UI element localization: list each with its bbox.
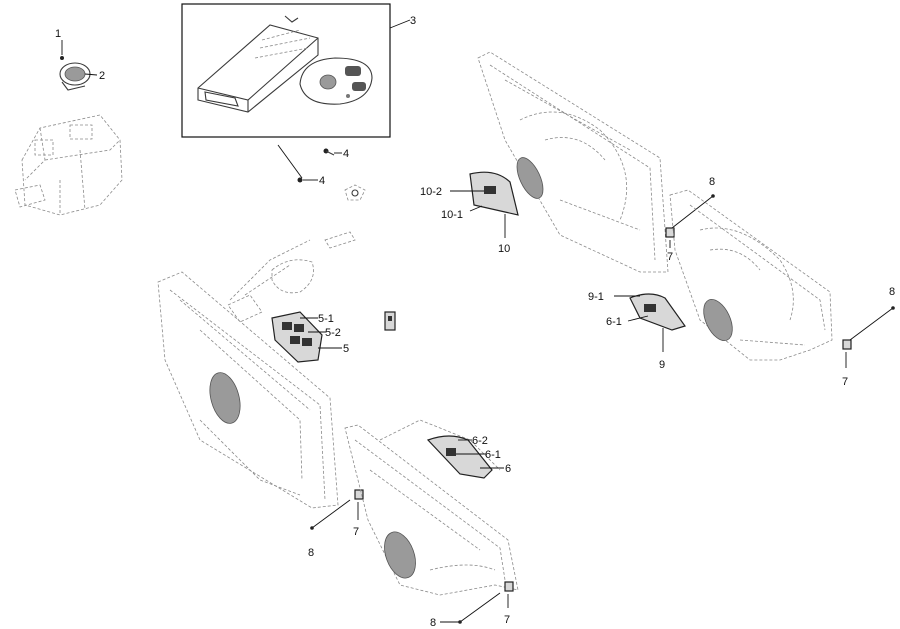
callout-8-front-left: 8 bbox=[308, 547, 314, 559]
screw-part-4-upper bbox=[323, 148, 335, 156]
callout-6-1-right: 6-1 bbox=[606, 316, 622, 328]
callout-6: 6 bbox=[505, 463, 511, 475]
master-window-switch bbox=[271, 311, 323, 363]
callout-2: 2 bbox=[99, 70, 105, 82]
callout-7-rear-left: 7 bbox=[504, 614, 510, 626]
callout-5: 5 bbox=[343, 343, 349, 355]
callout-8-rear-left: 8 bbox=[430, 617, 436, 629]
rear-left-switch-bezel bbox=[426, 435, 493, 479]
callout-4-upper: 4 bbox=[343, 148, 349, 160]
callout-7-front-right: 7 bbox=[667, 251, 673, 263]
callout-4-lower: 4 bbox=[319, 175, 325, 187]
ecu-and-key-fob-box bbox=[181, 3, 391, 138]
small-bracket bbox=[344, 184, 366, 201]
small-switch-center bbox=[384, 311, 396, 331]
tweeter-speaker bbox=[59, 56, 91, 91]
callout-10: 10 bbox=[498, 243, 510, 255]
callout-9: 9 bbox=[659, 359, 665, 371]
callout-8-front-right: 8 bbox=[709, 176, 715, 188]
callout-8-rear-right: 8 bbox=[889, 286, 895, 298]
callout-10-1: 10-1 bbox=[441, 209, 463, 221]
rear-right-door-panel bbox=[669, 189, 833, 361]
callout-7-rear-right: 7 bbox=[842, 376, 848, 388]
front-left-door-panel bbox=[157, 239, 339, 509]
callout-5-1: 5-1 bbox=[318, 313, 334, 325]
callout-6-2: 6-2 bbox=[472, 435, 488, 447]
control-module-assembly bbox=[14, 114, 123, 216]
callout-9-1: 9-1 bbox=[588, 291, 604, 303]
clip-7-rear-right bbox=[842, 339, 852, 350]
callout-1: 1 bbox=[55, 28, 61, 40]
front-right-switch-bezel bbox=[469, 171, 519, 216]
callout-3: 3 bbox=[410, 15, 416, 27]
door-lock-linkage bbox=[227, 231, 356, 323]
screw-part-4-lower bbox=[297, 177, 303, 183]
rear-left-door-panel bbox=[344, 419, 519, 596]
callout-5-2: 5-2 bbox=[325, 327, 341, 339]
clip-7-rear-left bbox=[504, 581, 514, 592]
clip-7-front-right bbox=[665, 227, 675, 238]
callout-10-2: 10-2 bbox=[420, 186, 442, 198]
clip-7-front-left bbox=[354, 489, 364, 500]
rear-right-switch-bezel bbox=[629, 293, 686, 331]
callout-6-1-lower: 6-1 bbox=[485, 449, 501, 461]
callout-7-front-left: 7 bbox=[353, 526, 359, 538]
front-right-door-panel bbox=[477, 51, 669, 273]
